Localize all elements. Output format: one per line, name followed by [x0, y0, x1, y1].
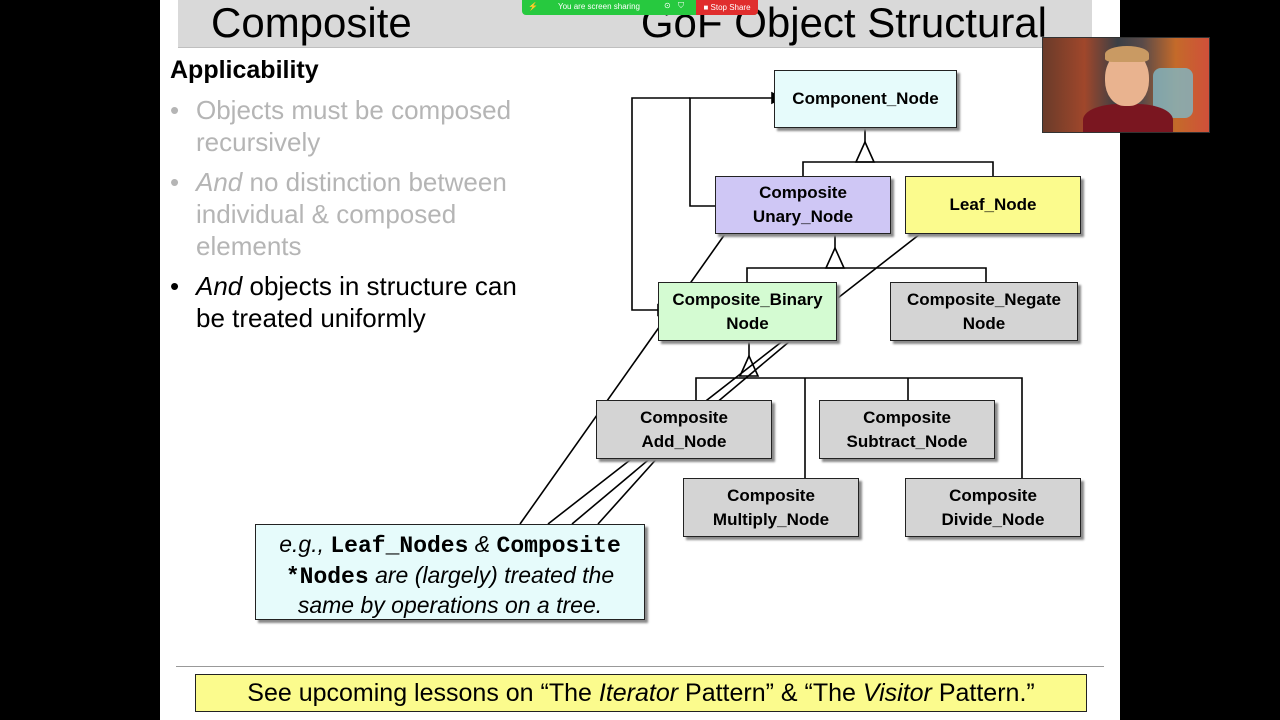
bottom-part-3: Pattern.” — [931, 679, 1035, 707]
bottom-visitor: Visitor — [862, 679, 932, 707]
slide-title: Composite — [211, 0, 412, 46]
bullet-dot: • — [170, 167, 180, 197]
note-rest-2: same by operations on a tree. — [297, 592, 603, 618]
bullet-dot: • — [170, 271, 180, 301]
shield-icon[interactable]: ⛉ — [678, 1, 684, 10]
note-eg: e.g., — [279, 531, 324, 557]
leaf-node-box: Leaf_Node — [905, 176, 1081, 234]
composite-negate-node-box: Composite_Negate Node — [890, 282, 1078, 341]
composite-multiply-node-box: Composite Multiply_Node — [683, 478, 859, 537]
note-star-nodes: *Nodes — [285, 563, 369, 590]
stop-share-button[interactable]: ■ Stop Share — [696, 0, 758, 15]
bottom-part-2: Pattern” & “The — [678, 679, 863, 707]
bullet-item: • And no distinction between individual … — [170, 166, 540, 262]
slide: Composite GoF Object Structural Applicab… — [160, 0, 1120, 720]
stop-share-label: Stop Share — [710, 3, 751, 12]
note-rest-1: are (largely) treated the — [375, 561, 615, 588]
bullet-dot: • — [170, 95, 180, 125]
presenter-hair — [1105, 46, 1149, 62]
note-amp: & — [474, 531, 491, 557]
bottom-divider — [176, 666, 1104, 667]
section-heading: Applicability — [170, 56, 319, 84]
bullet-text: objects in structure can be treated unif… — [196, 271, 517, 333]
share-status-text: You are screen sharing — [558, 2, 640, 11]
bullet-text: no distinction between individual & comp… — [196, 167, 507, 261]
bullet-item: • And objects in structure can be treate… — [170, 270, 540, 334]
composite-subtract-node-box: Composite Subtract_Node — [819, 400, 995, 459]
component-node-box: Component_Node — [774, 70, 957, 128]
presenter-shirt — [1083, 104, 1173, 132]
bullet-text: Objects must be composed recursively — [196, 95, 512, 157]
composite-divide-node-box: Composite Divide_Node — [905, 478, 1081, 537]
pause-icon[interactable]: ⊙ — [664, 1, 671, 10]
composite-add-node-box: Composite Add_Node — [596, 400, 772, 459]
share-icon: ⚡ — [528, 2, 538, 11]
bullet-prefix: And — [196, 271, 243, 301]
bottom-part-1: See upcoming lessons on “The — [247, 679, 599, 707]
bullet-item: • Objects must be composed recursively — [170, 94, 540, 158]
webcam-video — [1042, 37, 1210, 133]
composite-binary-node-box: Composite_Binary Node — [658, 282, 837, 341]
bottom-iterator: Iterator — [598, 679, 679, 707]
note-leaf-nodes: Leaf_Nodes — [330, 533, 469, 559]
bullet-list: • Objects must be composed recursively •… — [170, 94, 540, 342]
example-note: e.g., Leaf_Nodes & Composite *Nodes are … — [255, 524, 645, 620]
composite-unary-node-box: Composite Unary_Node — [715, 176, 891, 234]
screen-share-bar: ⚡ You are screen sharing ⊙ ⛉ ■ Stop Shar… — [522, 0, 758, 15]
stop-icon: ■ — [703, 3, 709, 12]
note-composite: Composite — [496, 533, 621, 559]
upcoming-lessons-note: See upcoming lessons on “The Iterator Pa… — [195, 674, 1087, 712]
bullet-prefix: And — [196, 167, 243, 197]
